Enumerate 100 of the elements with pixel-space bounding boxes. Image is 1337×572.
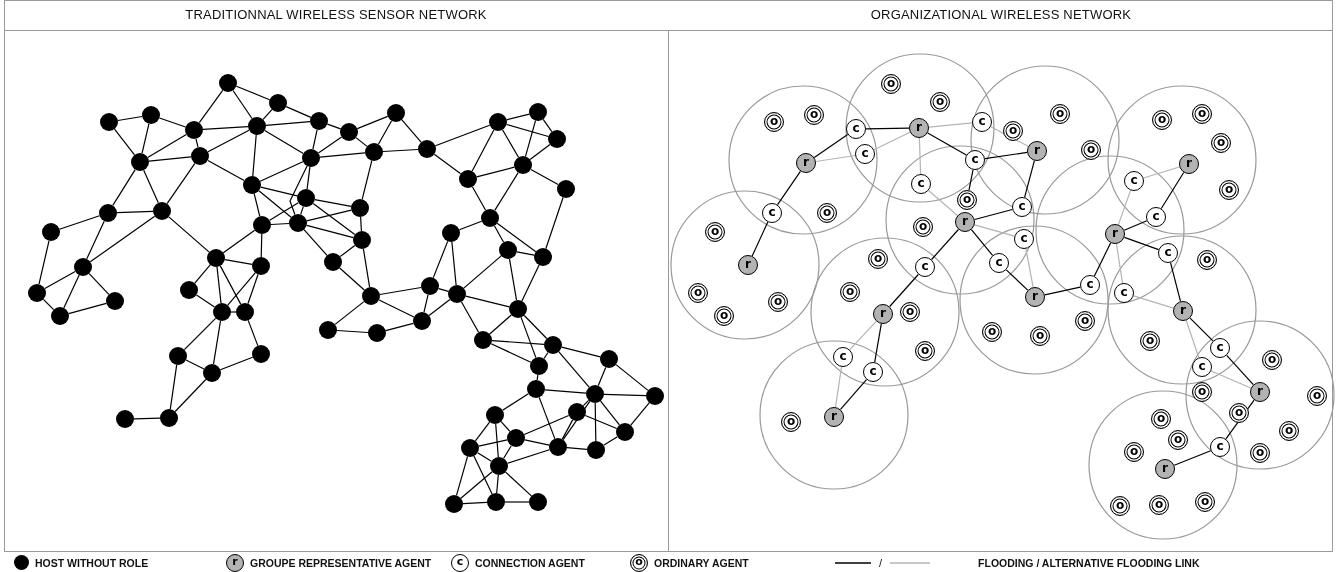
link-line bbox=[361, 160, 373, 200]
link-line bbox=[169, 364, 178, 410]
ordinary-agent-node bbox=[1003, 121, 1023, 141]
link-line bbox=[68, 302, 107, 315]
link-line bbox=[476, 166, 515, 178]
legend-text: FLOODING / ALTERNATIVE FLOODING LINK bbox=[978, 556, 1200, 569]
agent-letter: o bbox=[1035, 329, 1045, 341]
link-line bbox=[471, 129, 495, 172]
link-line bbox=[185, 359, 205, 370]
agent-letter: o bbox=[1216, 136, 1226, 148]
link-line bbox=[158, 117, 187, 128]
legend-text: CONNECTION AGENT bbox=[475, 556, 585, 569]
ordinary-agent-node bbox=[1192, 104, 1212, 124]
link-line bbox=[504, 501, 530, 503]
link-line bbox=[751, 221, 769, 257]
host-dot bbox=[353, 231, 371, 249]
connection-agent-node bbox=[1080, 275, 1100, 295]
link-line bbox=[212, 320, 222, 365]
host-dot bbox=[529, 103, 547, 121]
agent-letter: o bbox=[1312, 389, 1322, 401]
host-dot bbox=[586, 385, 604, 403]
link-line bbox=[524, 439, 550, 446]
link-line bbox=[58, 215, 101, 230]
link-line bbox=[496, 222, 537, 253]
host-dot bbox=[236, 303, 254, 321]
connection-agent-node bbox=[846, 119, 866, 139]
connection-agent-icon: c bbox=[451, 553, 469, 572]
link-line bbox=[507, 449, 550, 464]
link-line bbox=[259, 161, 304, 182]
host-dot bbox=[534, 248, 552, 266]
representative-agent-node bbox=[1105, 224, 1125, 244]
legend-text: ORDINARY AGENT bbox=[654, 556, 749, 569]
host-dot bbox=[600, 350, 618, 368]
link-line bbox=[133, 417, 161, 420]
agent-letter: o bbox=[769, 115, 779, 127]
link-line bbox=[630, 402, 650, 426]
link-line bbox=[247, 273, 259, 305]
host-dot bbox=[100, 113, 118, 131]
ordinary-agent-node bbox=[930, 92, 950, 112]
link-line bbox=[289, 165, 308, 216]
link-line bbox=[974, 208, 1013, 221]
link-line bbox=[495, 423, 499, 458]
link-line bbox=[505, 471, 532, 497]
representative-agent-icon: r bbox=[226, 553, 244, 572]
connection-agent-node bbox=[1146, 207, 1166, 227]
alternative-flooding-link bbox=[1143, 166, 1180, 179]
link-line bbox=[112, 169, 136, 206]
ordinary-agent-node bbox=[1124, 442, 1144, 462]
alternative-flooding-link bbox=[928, 189, 958, 217]
connection-agent-node bbox=[762, 203, 782, 223]
link-line bbox=[89, 215, 156, 263]
link-line bbox=[434, 124, 491, 147]
link-line bbox=[42, 298, 55, 311]
link-line bbox=[303, 229, 328, 256]
link-line bbox=[265, 121, 311, 126]
link-line bbox=[216, 266, 222, 304]
link-line bbox=[970, 229, 994, 256]
host-dot bbox=[387, 104, 405, 122]
host-dot bbox=[365, 143, 383, 161]
host-dot bbox=[28, 284, 46, 302]
link-line bbox=[38, 240, 50, 285]
link-line bbox=[500, 421, 511, 432]
representative-agent-node bbox=[738, 255, 758, 275]
agent-letter: o bbox=[987, 325, 997, 337]
link-line bbox=[538, 396, 556, 440]
ordinary-agent-node bbox=[1050, 104, 1070, 124]
link-line bbox=[503, 445, 512, 459]
link-line bbox=[260, 233, 263, 258]
link-line bbox=[536, 374, 539, 381]
host-dot bbox=[269, 94, 287, 112]
link-line bbox=[312, 129, 318, 150]
ordinary-agent-node bbox=[688, 283, 708, 303]
link-line bbox=[423, 294, 429, 313]
agent-letter: o bbox=[1008, 124, 1018, 136]
link-line bbox=[247, 319, 259, 347]
ordinary-agent-node bbox=[804, 105, 824, 125]
host-dot bbox=[310, 112, 328, 130]
link-line bbox=[502, 393, 529, 411]
agent-letter: r bbox=[880, 307, 886, 319]
host-dot bbox=[142, 106, 160, 124]
agent-letter: c bbox=[1120, 286, 1128, 298]
agent-letter: c bbox=[1130, 174, 1138, 186]
link-line bbox=[521, 264, 540, 302]
host-dot bbox=[418, 140, 436, 158]
link-line bbox=[1189, 317, 1214, 342]
link-line bbox=[174, 378, 207, 413]
link-line bbox=[1093, 242, 1112, 277]
agent-letter: c bbox=[1216, 341, 1224, 353]
link-line bbox=[927, 132, 967, 156]
link-line bbox=[428, 298, 451, 317]
separator-text: / bbox=[879, 556, 883, 569]
link-line bbox=[326, 123, 342, 130]
link-line bbox=[168, 216, 210, 253]
link-line bbox=[285, 106, 312, 118]
ordinary-agent-node bbox=[1075, 311, 1095, 331]
ordinary-agent-node bbox=[817, 203, 837, 223]
alternative-flooding-link bbox=[928, 122, 973, 128]
link-line bbox=[544, 389, 587, 394]
ordinary-agent-node bbox=[868, 249, 888, 269]
link-line bbox=[477, 452, 492, 462]
